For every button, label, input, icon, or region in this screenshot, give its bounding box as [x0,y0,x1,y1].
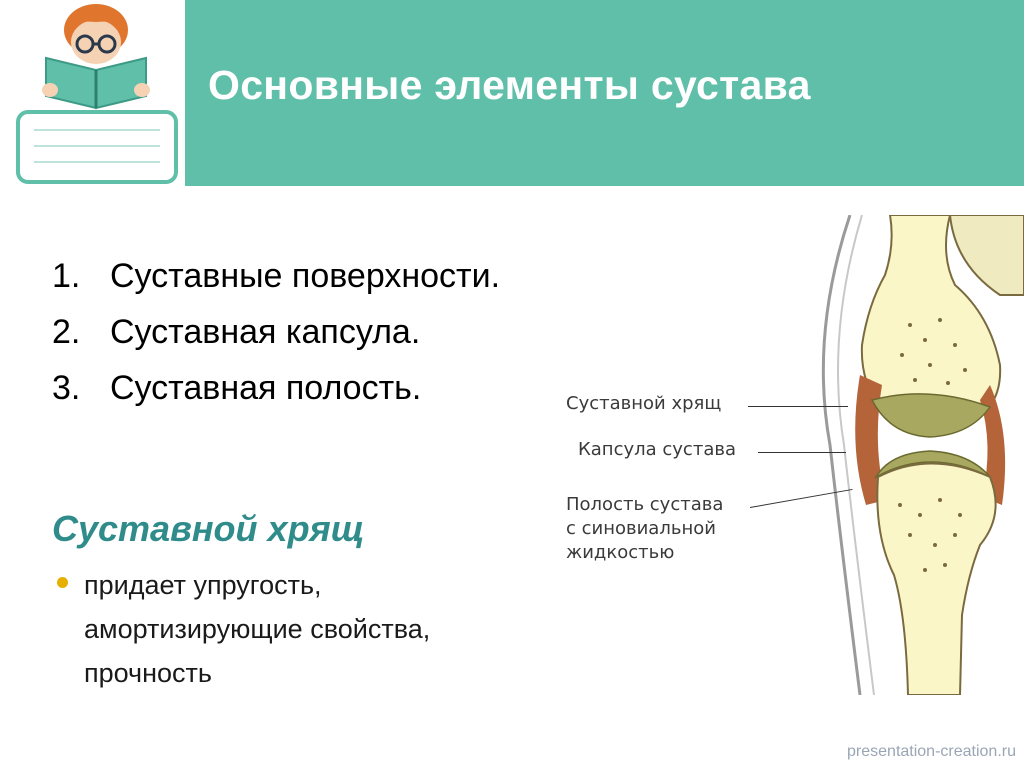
joint-elements-list: 1.Суставные поверхности. 2.Суставная кап… [52,248,500,416]
title-banner [185,0,1024,186]
leader-line [758,452,846,453]
leader-line [748,406,848,407]
cartilage-subheading: Суставной хрящ [52,508,365,549]
list-item: 1.Суставные поверхности. [52,257,501,295]
slide-title: Основные элементы сустава [208,62,811,108]
list-item: 3.Суставная полость. [52,369,422,407]
knee-joint-diagram-icon [821,215,1024,695]
list-item: 2.Суставная капсула. [52,313,421,351]
reading-child-icon [16,4,178,184]
label-capsule: Капсула сустава [578,439,736,460]
bullet-dot-icon [57,577,68,588]
label-cartilage: Суставной хрящ [566,393,722,414]
label-cavity: Полость сустава с синовиальной жидкостью [566,494,724,563]
bullet-text: придает упругость, амортизирующие свойст… [84,570,431,688]
watermark: presentation-creation.ru [847,743,1016,760]
